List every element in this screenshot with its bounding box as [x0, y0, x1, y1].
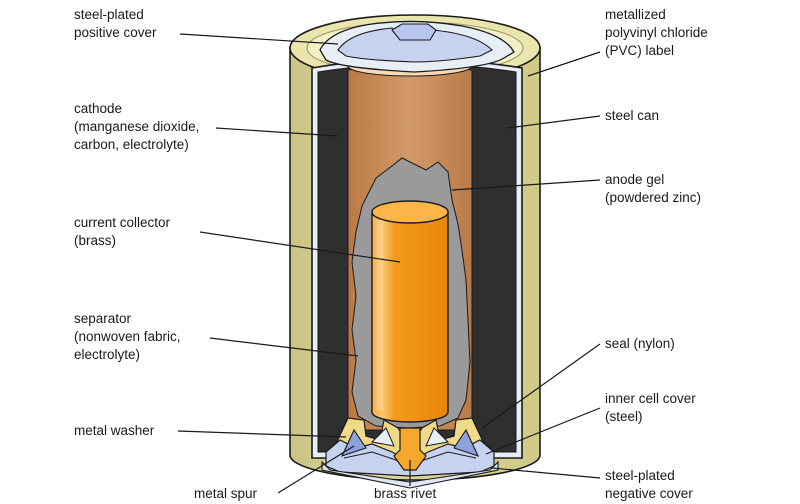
label-pvc-label: metallized polyvinyl chloride (PVC) labe… — [605, 7, 708, 58]
leader-seal — [481, 343, 601, 429]
current-collector — [371, 200, 449, 423]
label-seal: seal (nylon) — [605, 336, 675, 351]
label-anode-gel: anode gel (powdered zinc) — [605, 172, 702, 205]
leader-anode-gel — [451, 179, 601, 191]
brass-rivet-part — [393, 427, 427, 471]
leader-negative-cover — [491, 467, 601, 479]
metal-washer-parts — [340, 427, 480, 457]
leader-current-collector — [199, 231, 401, 263]
leader-cathode — [215, 127, 339, 137]
leader-pvc-label — [527, 51, 601, 77]
leader-lines — [177, 33, 601, 494]
label-current-collector: current collector (brass) — [74, 215, 171, 248]
label-cathode: cathode (manganese dioxide, carbon, elec… — [74, 101, 200, 152]
leader-inner-cell-cover — [485, 407, 601, 455]
label-separator: separator (nonwoven fabric, electrolyte) — [74, 311, 181, 362]
positive-cover-part — [319, 20, 515, 73]
label-negative-cover: steel-plated negative cover — [605, 468, 693, 501]
label-steel-can: steel can — [605, 108, 660, 123]
leader-steel-can — [507, 115, 601, 129]
label-positive-cover: steel-plated positive cover — [74, 7, 157, 40]
label-metal-washer: metal washer — [74, 423, 155, 438]
label-metal-spur: metal spur — [194, 486, 258, 501]
leader-separator — [209, 337, 359, 357]
label-brass-rivet: brass rivet — [374, 486, 437, 501]
leader-metal-washer — [177, 430, 347, 438]
label-inner-cell-cover: inner cell cover (steel) — [605, 391, 696, 424]
leader-metal-spur — [277, 445, 355, 494]
leader-positive-cover — [179, 33, 339, 45]
